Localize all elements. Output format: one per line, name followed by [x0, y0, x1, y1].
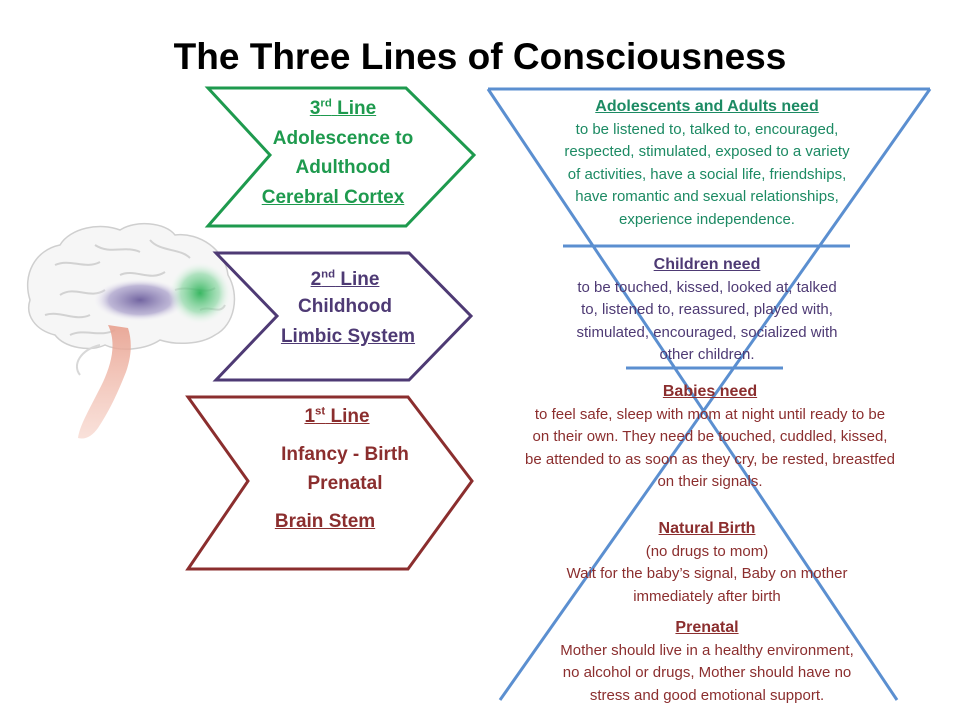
prenatal-text: Mother should live in a healthy environm…: [500, 640, 914, 707]
children-need-line: to, listened to, reassured, played with,: [581, 301, 833, 319]
second-line-stage: Childhood: [298, 296, 392, 317]
brain-illustration: [26, 222, 236, 439]
adults-need-line: have romantic and sexual relationships,: [575, 188, 839, 206]
natural-birth-text: (no drugs to mom) Wait for the baby’s si…: [500, 541, 914, 608]
adults-need-line: respected, stimulated, exposed to a vari…: [564, 143, 850, 161]
babies-need-line: be attended to as soon as they cry, be r…: [525, 450, 895, 468]
second-line-label: 2nd Line: [270, 265, 420, 294]
natural-birth-heading: Natural Birth: [658, 520, 756, 537]
prenatal-line: stress and good emotional support.: [589, 686, 825, 704]
second-line-word: Line: [340, 269, 380, 290]
second-line-region: Limbic System: [280, 326, 416, 347]
prenatal-line: Mother should live in a healthy environm…: [560, 642, 854, 659]
adults-need-text: to be listened to, talked to, encouraged…: [500, 119, 914, 231]
first-line-region: Brain Stem: [274, 511, 376, 532]
first-line-word: Line: [330, 406, 370, 427]
children-need-line: to be touched, kissed, looked at, talked: [577, 279, 837, 296]
babies-need-text: to feel safe, sleep with mom at night un…: [490, 404, 930, 494]
third-line-stage-2: Adulthood: [295, 157, 391, 178]
third-line-number: 3: [309, 98, 321, 119]
second-line-number: 2: [310, 269, 322, 290]
prenatal-line: no alcohol or drugs, Mother should have …: [562, 664, 852, 682]
cerebral-cortex-highlight: [168, 261, 232, 325]
natural-birth-line: Wait for the baby’s signal, Baby on moth…: [566, 565, 848, 583]
third-line-label: 3rd Line: [268, 94, 418, 123]
babies-need-heading: Babies need: [662, 383, 758, 400]
children-need-heading: Children need: [653, 256, 761, 273]
first-line-stage-2: Prenatal: [307, 473, 383, 494]
first-line-number: 1: [304, 406, 316, 427]
third-line-stage-1: Adolescence to: [272, 128, 414, 149]
adults-need-line: of activities, have a social life, frien…: [567, 165, 847, 183]
adults-need-line: experience independence.: [619, 210, 795, 228]
third-line-arrow: [204, 86, 477, 228]
limbic-system-highlight: [92, 278, 188, 322]
second-line-arrow: [212, 251, 474, 382]
prenatal-heading: Prenatal: [675, 619, 739, 636]
adults-need-line: to be listened to, talked to, encouraged…: [575, 121, 839, 138]
third-line-region: Cerebral Cortex: [261, 187, 405, 208]
babies-need-line: to feel safe, sleep with mom at night un…: [534, 406, 886, 423]
natural-birth-line: immediately after birth: [633, 587, 781, 605]
children-need-line: other children.: [659, 346, 755, 364]
third-line-suffix: rd: [320, 97, 332, 110]
third-line-word: Line: [337, 98, 377, 119]
consciousness-funnel: [486, 87, 932, 701]
first-line-label: 1st Line: [262, 402, 412, 431]
first-line-stage-1: Infancy - Birth: [281, 444, 409, 465]
children-need-text: to be touched, kissed, looked at, talked…: [500, 277, 914, 367]
adults-need-heading: Adolescents and Adults need: [595, 98, 819, 115]
brain-stem: [78, 325, 131, 439]
first-line-suffix: st: [315, 405, 326, 418]
natural-birth-line: (no drugs to mom): [645, 543, 769, 560]
second-line-suffix: nd: [321, 268, 336, 281]
page-title: The Three Lines of Consciousness: [173, 36, 787, 77]
babies-need-line: on their own. They need be touched, cudd…: [532, 428, 888, 446]
first-line-arrow: [185, 395, 474, 571]
children-need-line: stimulated, encouraged, socialized with: [576, 323, 838, 341]
babies-need-line: on their signals.: [657, 473, 763, 491]
